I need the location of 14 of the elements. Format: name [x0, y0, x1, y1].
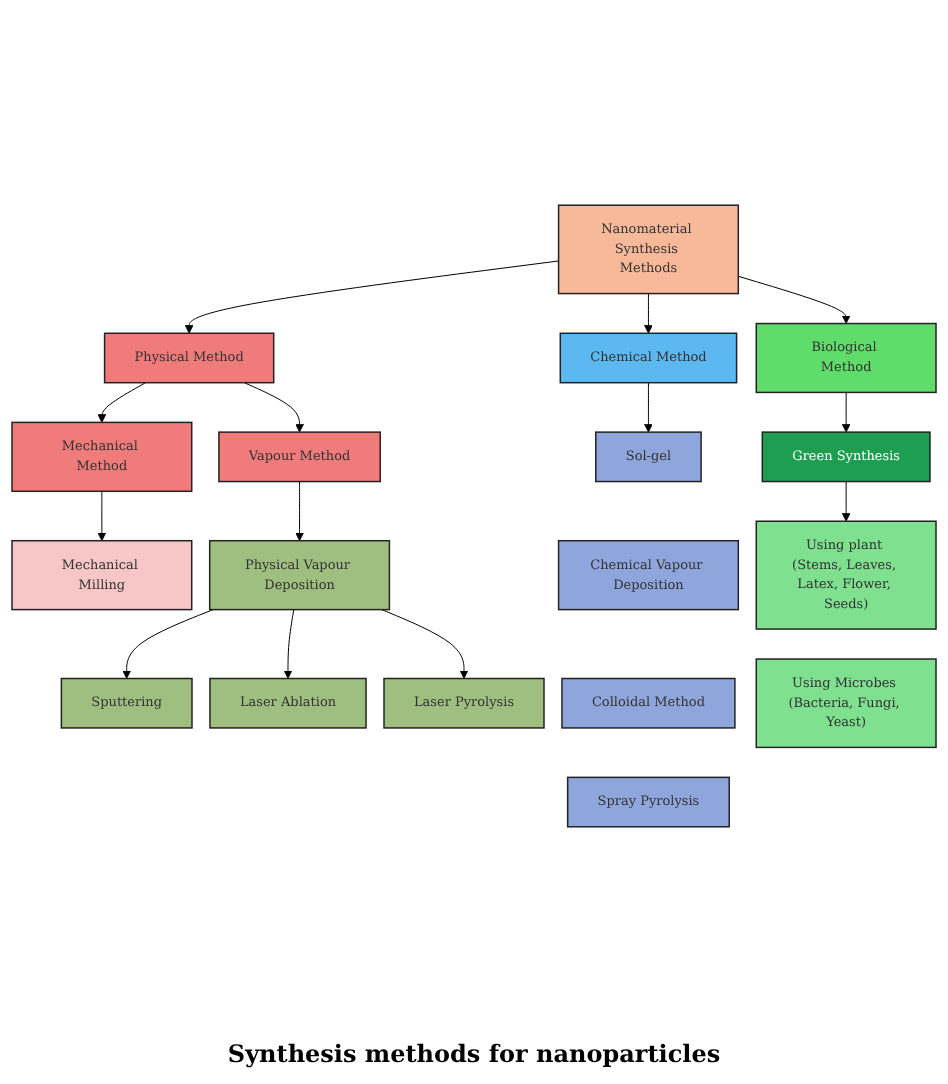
arrow	[644, 293, 653, 334]
arrow	[97, 382, 146, 423]
arrow	[243, 382, 304, 433]
arrow	[122, 609, 214, 679]
arrow	[295, 481, 304, 542]
arrow	[737, 275, 851, 324]
arrow	[381, 609, 469, 679]
arrow	[841, 391, 851, 433]
arrow	[184, 260, 560, 334]
caption: Synthesis methods for nanoparticles	[227, 1038, 721, 1072]
arrow	[841, 481, 851, 522]
arrow	[97, 490, 107, 542]
arrow	[644, 382, 653, 433]
arrow	[283, 609, 295, 679]
